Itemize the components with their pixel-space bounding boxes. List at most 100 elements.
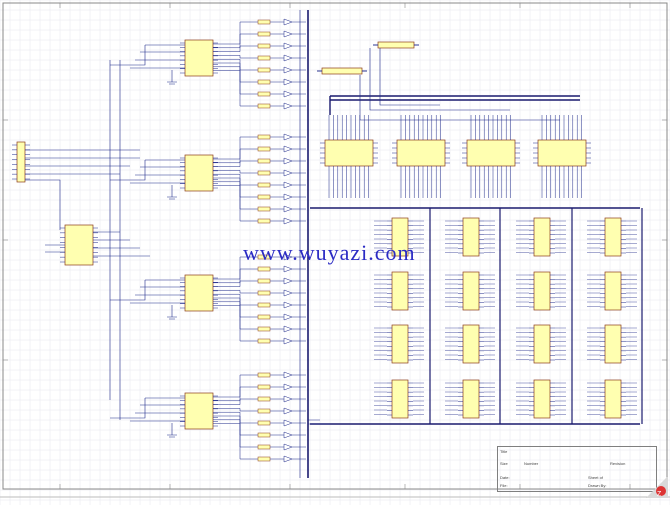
transistor — [283, 313, 293, 321]
wire — [213, 423, 258, 460]
ground-symbol — [167, 81, 177, 85]
bus-line — [330, 95, 580, 101]
transistor — [283, 277, 293, 285]
driver-chip — [184, 154, 214, 192]
resistor — [257, 326, 271, 332]
resistor — [257, 79, 271, 85]
resistor — [257, 206, 271, 212]
wire — [359, 48, 560, 121]
wire — [213, 136, 258, 160]
led-matrix-module — [533, 271, 551, 311]
led-matrix-module — [462, 217, 480, 257]
resistor — [257, 456, 271, 462]
resistor — [257, 103, 271, 109]
revision-label: Revision — [610, 461, 626, 466]
led-matrix-module — [533, 324, 551, 364]
transistor — [283, 205, 293, 213]
title-label: Title — [500, 449, 508, 454]
resistor — [257, 182, 271, 188]
resistor — [257, 420, 271, 426]
file-label: File: — [500, 483, 508, 488]
resistor — [257, 67, 271, 73]
resistor — [257, 55, 271, 61]
transistor — [283, 289, 293, 297]
latch-chip — [537, 139, 587, 167]
wire — [130, 397, 185, 422]
transistor — [283, 371, 293, 379]
led-matrix-module — [533, 217, 551, 257]
led-matrix-module — [391, 324, 409, 364]
transistor — [283, 383, 293, 391]
transistor — [283, 54, 293, 62]
resistor — [257, 31, 271, 37]
wire — [110, 398, 146, 419]
led-matrix-module — [604, 271, 622, 311]
wire — [110, 280, 146, 301]
resistor — [257, 266, 271, 272]
resistor — [257, 218, 271, 224]
wire — [213, 45, 258, 52]
led-matrix-module — [462, 271, 480, 311]
transistor — [283, 66, 293, 74]
transistor — [283, 325, 293, 333]
transistor — [283, 217, 293, 225]
transistor — [283, 102, 293, 110]
wire — [130, 159, 185, 184]
resistor — [257, 372, 271, 378]
led-matrix-module — [604, 324, 622, 364]
wire — [25, 149, 140, 230]
wire — [213, 148, 258, 164]
watermark-text: www.wuyazi.com — [243, 240, 416, 265]
led-matrix-module — [462, 324, 480, 364]
wire — [213, 374, 258, 398]
led-matrix-module — [533, 379, 551, 419]
wire — [213, 55, 258, 59]
transistor — [283, 181, 293, 189]
driver-chip — [184, 39, 214, 77]
wire — [213, 305, 258, 342]
wire — [110, 45, 146, 66]
sheet-label: Sheet of — [588, 475, 603, 480]
resistor — [257, 91, 271, 97]
wire — [213, 21, 258, 45]
transistor — [283, 90, 293, 98]
wire — [213, 185, 258, 222]
transistor — [283, 18, 293, 26]
led-matrix-module — [604, 217, 622, 257]
transistor — [283, 145, 293, 153]
wire — [213, 33, 258, 49]
sheet-border — [2, 2, 668, 490]
transistor — [283, 193, 293, 201]
transistor — [283, 431, 293, 439]
resistor — [257, 314, 271, 320]
wire — [213, 290, 258, 294]
ground-symbol — [167, 316, 177, 320]
transistor — [283, 253, 293, 261]
transistor — [283, 78, 293, 86]
led-matrix-module — [391, 217, 409, 257]
wire — [130, 44, 185, 69]
wire — [213, 70, 258, 107]
resistor — [257, 170, 271, 176]
latch-chip — [324, 139, 374, 167]
resistor — [257, 302, 271, 308]
wire — [213, 280, 258, 287]
decoder-chip — [64, 224, 94, 266]
wire — [213, 386, 258, 402]
resistor — [257, 278, 271, 284]
resistor — [257, 146, 271, 152]
led-matrix-module — [391, 379, 409, 419]
led-matrix-module — [462, 379, 480, 419]
wire — [213, 408, 258, 412]
wire — [110, 160, 146, 181]
header-connector — [377, 41, 415, 49]
resistor — [257, 396, 271, 402]
resistor — [257, 158, 271, 164]
transistor — [283, 301, 293, 309]
ground-symbol — [167, 434, 177, 438]
resistor — [257, 194, 271, 200]
resistor — [257, 384, 271, 390]
transistor — [283, 443, 293, 451]
